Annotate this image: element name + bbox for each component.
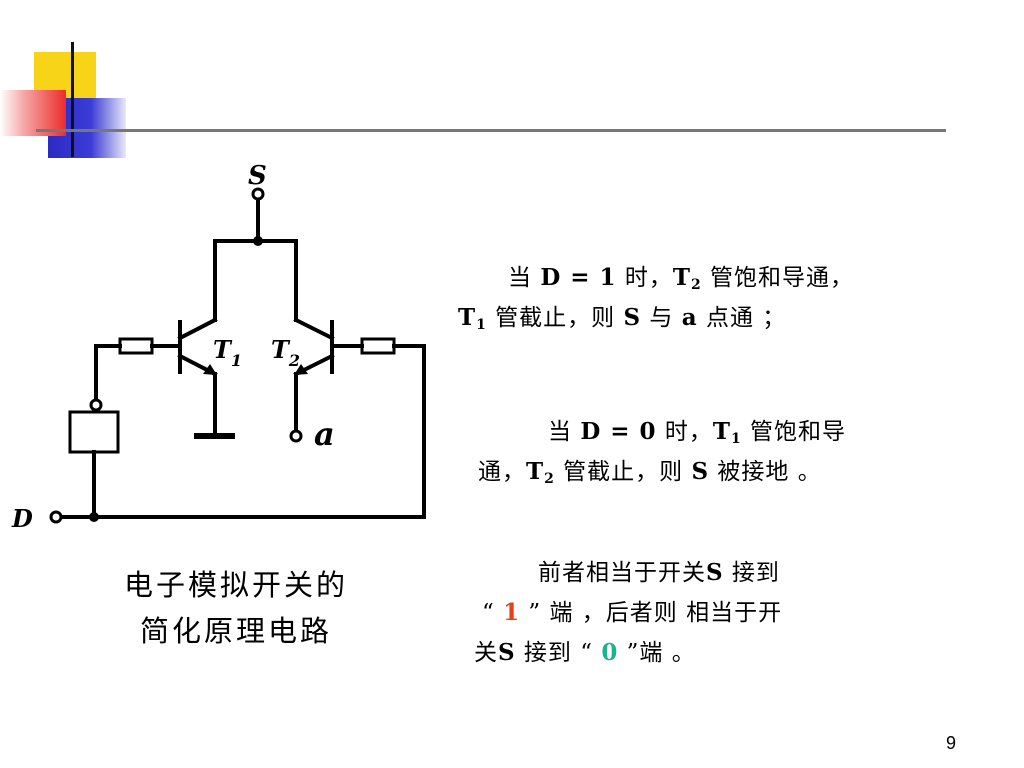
description-d1: 当 D = 1 时，T2 管饱和导通， T1 管截止，则 S 与 a 点通 ；: [458, 258, 958, 338]
title-divider-line: [36, 129, 946, 132]
label-t2: T2: [271, 335, 300, 370]
terminal-a: [289, 429, 303, 443]
terminal-d: [49, 510, 63, 524]
decor-vertical-line: [71, 42, 74, 157]
t2-emitter-arrow: [294, 364, 308, 375]
description-d0-line1: 当 D = 0 时，T1 管饱和导: [548, 418, 847, 447]
caption-line1: 电子模拟开关的: [123, 568, 348, 602]
decor-red-bar: [0, 90, 66, 136]
control-element-box: [68, 410, 120, 454]
description-d0: 当 D = 0 时，T1 管饱和导 通，T2 管截止，则 S 被接地 。: [478, 412, 958, 492]
t1-emitter-arrow: [203, 364, 217, 375]
terminal-s: [251, 187, 265, 201]
highlight-zero: 0: [601, 639, 619, 666]
summary-text: 前者相当于开关S 接到 “ 1 ” 端 ，后者则 相当于开 关S 接到 “ 0 …: [474, 553, 954, 673]
label-a: a: [314, 415, 335, 453]
description-d0-line2: 通，T2 管截止，则 S 被接地 。: [478, 458, 822, 487]
label-t1: T1: [213, 335, 242, 370]
resistor-t2-base: [360, 337, 396, 355]
summary-line2: “ 1 ” 端 ，后者则 相当于开: [482, 599, 783, 626]
label-d: D: [11, 504, 33, 533]
label-s: S: [248, 161, 267, 191]
junction-top: [253, 236, 263, 246]
junction-d: [89, 512, 99, 522]
description-d1-line2: T1 管截止，则 S 与 a 点通 ；: [458, 304, 787, 333]
page-number: 9: [946, 733, 957, 753]
highlight-one: 1: [503, 599, 521, 626]
circuit-caption: 电子模拟开关的 简化原理电路: [86, 562, 386, 654]
description-d1-line1: 当 D = 1 时，T2 管饱和导通，: [508, 264, 855, 293]
t2-collector: [293, 317, 335, 341]
resistor-t1-base: [118, 337, 154, 355]
summary-line3: 关S 接到 “ 0 ”端 。: [474, 639, 696, 666]
switch-circuit-diagram: S D a T1 T2: [11, 161, 426, 533]
t1-collector: [177, 317, 218, 341]
summary-line1: 前者相当于开关S 接到: [538, 559, 780, 586]
terminal-box-top: [89, 398, 103, 412]
caption-line2: 简化原理电路: [139, 614, 332, 648]
